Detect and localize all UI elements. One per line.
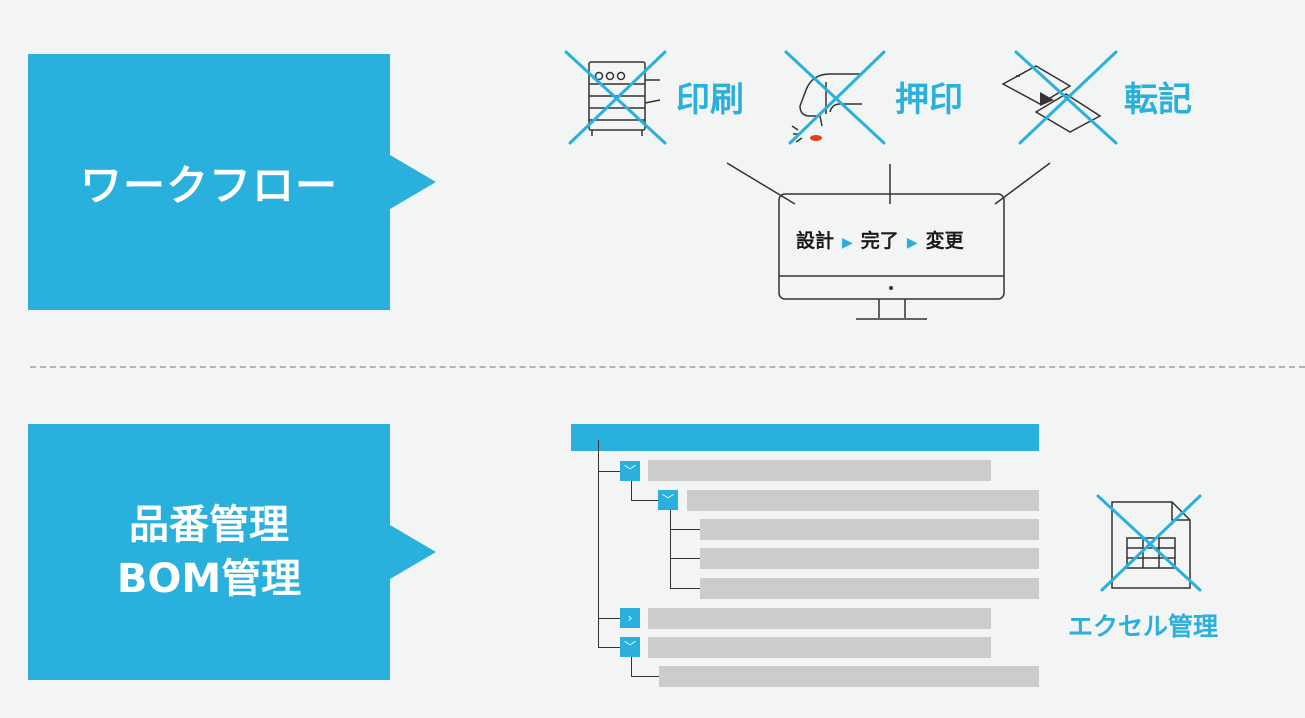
monitor-icon [726, 162, 1051, 320]
stamp-crossout-icon [784, 50, 886, 145]
tree-connector [631, 657, 632, 676]
tree-collapse-toggle[interactable]: › [620, 608, 640, 628]
tree-connector [670, 529, 700, 530]
tree-header [571, 424, 1039, 451]
tree-row [700, 548, 1039, 569]
printer-crossout-icon [564, 50, 667, 145]
transfer-crossout-icon [1014, 50, 1118, 145]
tree-connector [670, 558, 700, 559]
tree-connector [670, 510, 671, 588]
tree-row [700, 519, 1039, 540]
bom-title-line2: BOM管理 [116, 556, 302, 602]
workflow-title: ワークフロー [79, 160, 338, 210]
tree-connector [598, 471, 620, 472]
excel-crossout-icon [1096, 494, 1202, 592]
tree-row [648, 637, 991, 658]
step-arrow-icon: ▶ [842, 235, 853, 251]
step-design: 設計 [796, 230, 835, 252]
excel-management-label: エクセル管理 [1068, 612, 1219, 641]
tree-connector [598, 440, 599, 648]
printer-icon [588, 61, 661, 136]
tree-connector [631, 676, 659, 677]
tree-expand-toggle[interactable]: ﹀ [620, 637, 640, 657]
tree-expand-toggle[interactable]: ﹀ [620, 461, 640, 481]
stamp-label: 押印 [895, 80, 963, 120]
tree-row [648, 460, 991, 481]
tree-expand-toggle[interactable]: ﹀ [658, 490, 678, 510]
bom-callout: 品番管理 BOM管理 [28, 424, 436, 680]
tree-row [700, 578, 1039, 599]
tree-connector [598, 618, 620, 619]
tree-connector [598, 647, 620, 648]
transfer-arrow-icon [1040, 92, 1054, 106]
step-change: 変更 [925, 230, 964, 252]
step-arrow-icon: ▶ [906, 235, 918, 251]
print-label: 印刷 [676, 80, 744, 120]
transfer-icon [1001, 65, 1102, 133]
tree-connector [631, 481, 632, 500]
monitor-workflow-steps: 設計 ▶ 完了 ▶ 変更 [796, 228, 964, 256]
tree-connector [670, 588, 700, 589]
section-divider [30, 366, 1305, 368]
transfer-label: 転記 [1124, 80, 1192, 120]
monitor-power-dot [889, 286, 893, 290]
stamp-mark [810, 135, 822, 141]
bom-title-line1: 品番管理 [129, 502, 289, 548]
step-complete: 完了 [860, 230, 899, 252]
tree-connector [631, 500, 658, 501]
tree-row [659, 666, 1039, 687]
workflow-callout: ワークフロー [28, 54, 436, 310]
tree-row [687, 490, 1039, 511]
tree-row [648, 608, 991, 629]
